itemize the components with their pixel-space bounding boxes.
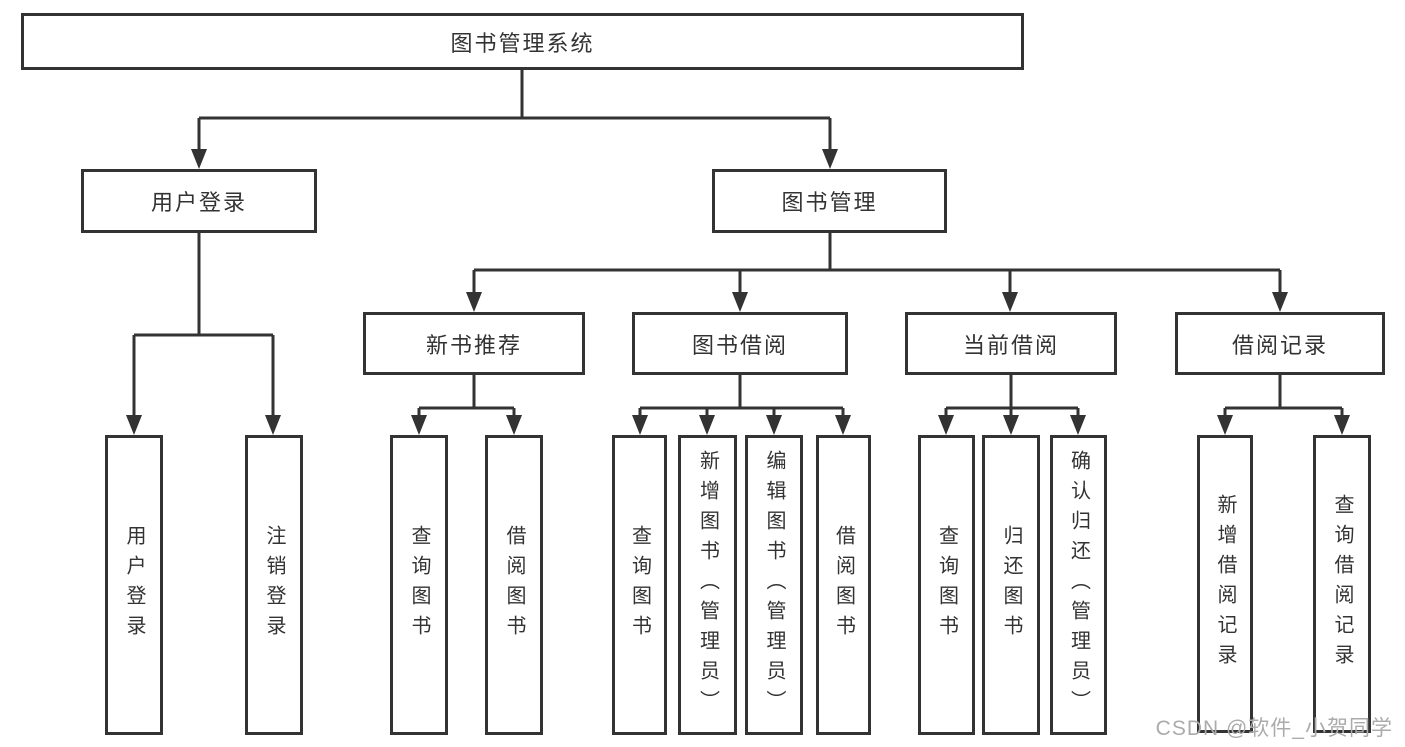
- node-book-management: 图书管理: [712, 169, 947, 233]
- leaf-borrow-books: 借阅图书: [816, 435, 871, 735]
- arrowheads: [126, 149, 1350, 435]
- leaf-query-books-current: 查询图书: [918, 435, 975, 735]
- leaf-logout: 注销登录: [245, 435, 303, 735]
- node-book-borrow: 图书借阅: [632, 312, 848, 375]
- node-user-login: 用户登录: [81, 169, 317, 233]
- node-borrow-record: 借阅记录: [1175, 312, 1385, 375]
- leaf-query-books-recommend: 查询图书: [390, 435, 448, 735]
- csdn-watermark: CSDN @软件_小贺同学: [1155, 717, 1393, 740]
- leaf-edit-books-admin: 编辑图书（管理员）: [745, 435, 803, 735]
- node-current-borrow: 当前借阅: [905, 312, 1117, 375]
- leaf-confirm-return-admin: 确认归还（管理员）: [1050, 435, 1107, 735]
- leaf-user-login: 用户登录: [105, 435, 163, 735]
- node-root-system: 图书管理系统: [21, 13, 1024, 70]
- leaf-query-borrow-record: 查询借阅记录: [1313, 435, 1371, 733]
- leaf-return-books: 归还图书: [982, 435, 1040, 735]
- leaf-borrow-books-recommend: 借阅图书: [485, 435, 543, 735]
- node-new-book-recommend: 新书推荐: [363, 312, 585, 375]
- leaf-query-books-borrow: 查询图书: [612, 435, 667, 735]
- leaf-add-books-admin: 新增图书（管理员）: [678, 435, 737, 735]
- leaf-add-borrow-record: 新增借阅记录: [1197, 435, 1253, 733]
